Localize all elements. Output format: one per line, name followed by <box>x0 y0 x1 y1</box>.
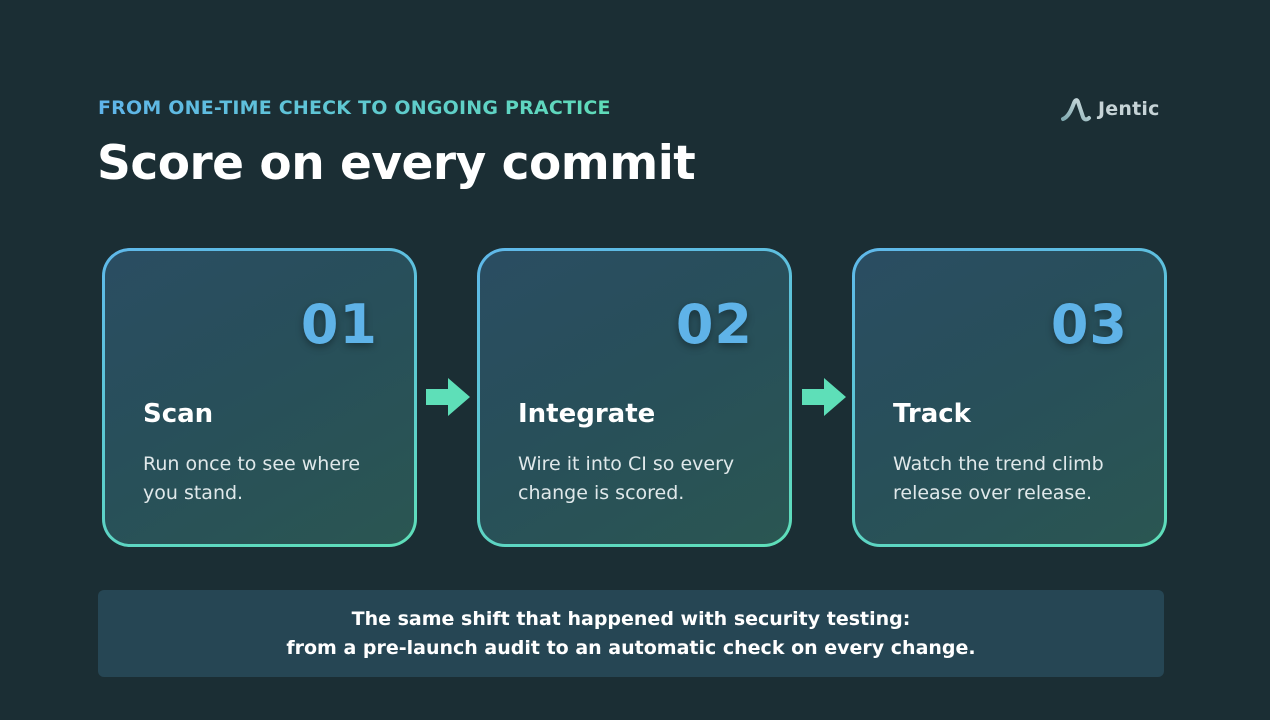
step-description: Watch the trend climb release over relea… <box>893 453 1104 504</box>
step-title: Scan <box>143 399 214 429</box>
step-card-integrate: 02 Integrate Wire it into CI so every ch… <box>477 248 792 547</box>
step-description: Run once to see where you stand. <box>143 453 361 504</box>
step-description: Wire it into CI so every change is score… <box>518 453 735 504</box>
page-title: Score on every commit <box>97 136 696 191</box>
brand-logo: Jentic <box>1060 95 1160 123</box>
arrow-right-icon <box>426 378 470 416</box>
arrow-right-icon <box>802 378 846 416</box>
step-number: 03 <box>1050 293 1128 356</box>
summary-banner: The same shift that happened with securi… <box>98 590 1164 677</box>
step-number: 01 <box>300 293 378 356</box>
step-title: Integrate <box>518 399 656 429</box>
step-card-scan: 01 Scan Run once to see where you stand. <box>102 248 417 547</box>
step-card-track: 03 Track Watch the trend climb release o… <box>852 248 1167 547</box>
eyebrow-text: FROM ONE-TIME CHECK TO ONGOING PRACTICE <box>98 97 611 119</box>
banner-line-2: from a pre-launch audit to an automatic … <box>286 636 976 659</box>
step-title: Track <box>893 399 971 429</box>
banner-line-1: The same shift that happened with securi… <box>351 607 911 630</box>
step-number: 02 <box>675 293 753 356</box>
brand-name: Jentic <box>1098 98 1160 120</box>
jentic-logo-icon <box>1061 98 1091 122</box>
